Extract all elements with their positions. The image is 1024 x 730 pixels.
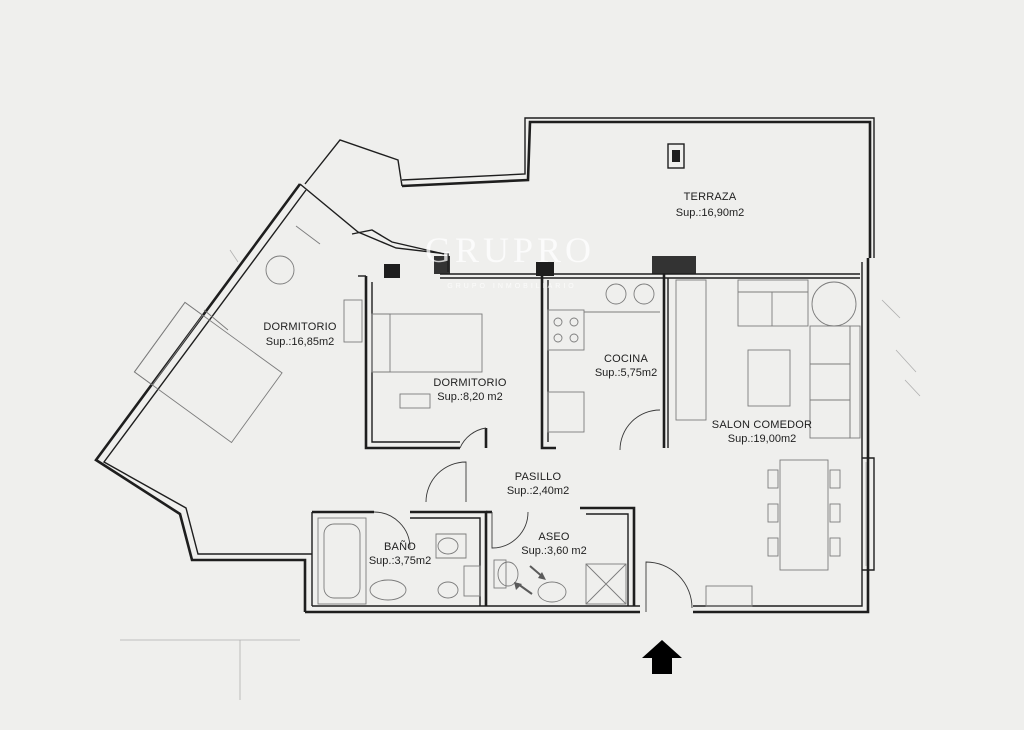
room-area-cocina: Sup.:5,75m2 [595, 367, 657, 379]
room-name-cocina: COCINA [604, 353, 648, 365]
room-area-dormitorio-2: Sup.:8,20 m2 [437, 391, 502, 403]
room-labels: TERRAZA Sup.:16,90m2 DORMITORIO Sup.:16,… [263, 191, 812, 567]
room-area-aseo: Sup.:3,60 m2 [521, 545, 586, 557]
room-name-dormitorio-2: DORMITORIO [433, 377, 507, 389]
dimension-marks [120, 249, 921, 700]
room-area-pasillo: Sup.:2,40m2 [507, 485, 569, 497]
room-name-pasillo: PASILLO [515, 471, 562, 483]
room-area-bano: Sup.:3,75m2 [369, 555, 431, 567]
watermark-subtitle: GRUPO INMOBILIARIO [447, 283, 576, 290]
room-area-salon-comedor: Sup.:19,00m2 [728, 433, 797, 445]
room-name-terraza: TERRAZA [684, 191, 737, 203]
entrance-arrow-icon [642, 640, 682, 674]
room-area-terraza: Sup.:16,90m2 [676, 207, 745, 219]
exterior-walls [94, 117, 875, 614]
room-name-bano: BAÑO [384, 540, 416, 553]
furniture [133, 143, 861, 607]
watermark-logo: GRUPRO GRUPO INMOBILIARIO [425, 230, 595, 290]
watermark-logo-text: GRUPRO [425, 230, 595, 270]
doors [373, 409, 693, 612]
room-name-aseo: ASEO [538, 531, 570, 543]
room-area-dormitorio-principal: Sup.:16,85m2 [266, 336, 335, 348]
room-name-dormitorio-principal: DORMITORIO [263, 321, 337, 333]
room-name-salon-comedor: SALON COMEDOR [712, 419, 812, 431]
